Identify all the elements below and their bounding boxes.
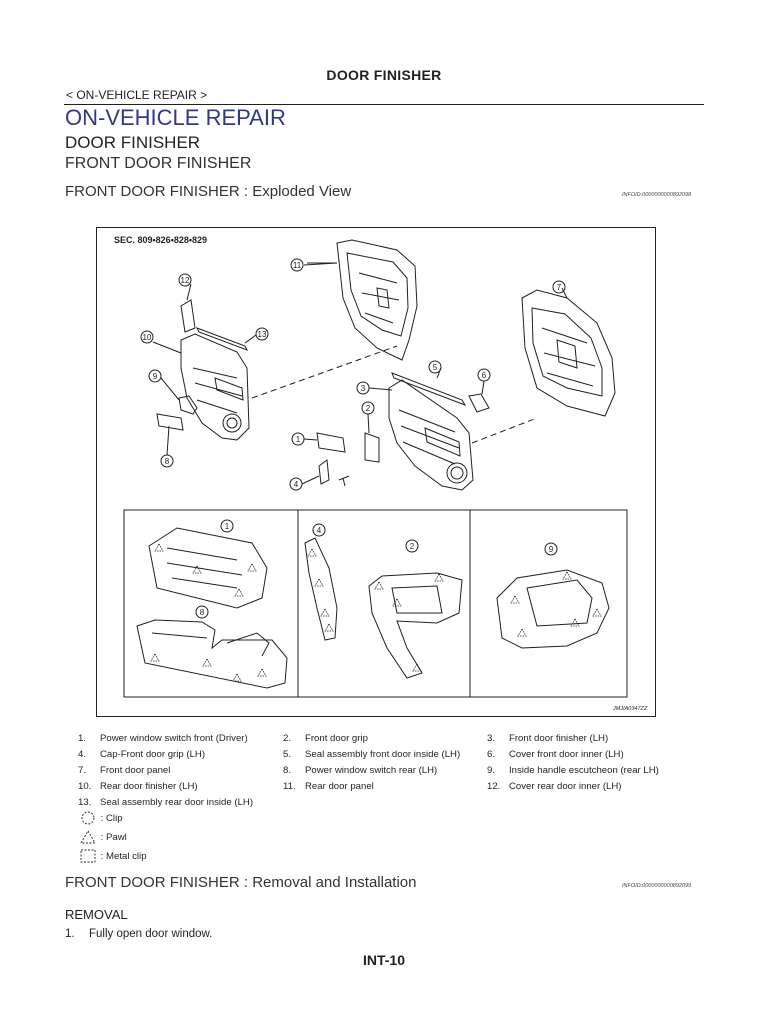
callout-6: 6 <box>477 368 491 382</box>
legend-item: 10.Rear door finisher (LH) <box>78 781 198 792</box>
callout-13: 13 <box>255 327 269 341</box>
svg-text:2: 2 <box>410 542 415 551</box>
svg-text:6: 6 <box>482 371 487 380</box>
legend-item: 12.Cover rear door inner (LH) <box>487 781 622 792</box>
front-door-finisher-drawing <box>388 379 474 491</box>
svg-text:1: 1 <box>296 435 301 444</box>
front-door-panel-drawing <box>521 289 616 417</box>
svg-text:1: 1 <box>225 522 230 531</box>
cover-front-door-inner-drawing <box>468 393 490 413</box>
detail-frame <box>123 509 628 698</box>
detail-escutcheon-drawing <box>496 569 610 649</box>
rear-door-panel-drawing <box>336 239 418 361</box>
detail-grip-drawing <box>368 572 463 679</box>
svg-text:8: 8 <box>200 608 205 617</box>
seal-rear-door-drawing <box>195 327 249 351</box>
svg-text:4: 4 <box>294 480 299 489</box>
svg-text:3: 3 <box>361 384 366 393</box>
callout-7: 7 <box>552 280 566 294</box>
exploded-view-drawing: SEC. 809•826•828•829 <box>114 235 648 712</box>
svg-text:11: 11 <box>293 261 302 270</box>
legend-item: 6.Cover front door inner (LH) <box>487 749 624 760</box>
clip-symbol-icon <box>81 812 95 825</box>
svg-text:7: 7 <box>557 283 562 292</box>
legend-item: 11.Rear door panel <box>283 781 374 792</box>
svg-text:5: 5 <box>433 363 438 372</box>
subsubsection-title: FRONT DOOR FINISHER <box>65 155 252 172</box>
legend-item: 5.Seal assembly front door inside (LH) <box>283 749 461 760</box>
callout-2-detail: 2 <box>405 539 419 553</box>
legend: 1.Power window switch front (Driver) 2.F… <box>78 731 698 871</box>
sec-label: SEC. 809•826•828•829 <box>114 235 207 245</box>
callout-2: 2 <box>361 401 375 415</box>
callout-1: 1 <box>291 432 305 446</box>
dash-line-front <box>471 417 538 444</box>
callout-4-detail: 4 <box>312 523 326 537</box>
subsection-title: DOOR FINISHER <box>65 133 201 152</box>
section-title: ON-VEHICLE REPAIR <box>65 105 286 130</box>
figure-code: JMJIA0347ZZ <box>612 706 648 712</box>
svg-text:2: 2 <box>366 404 371 413</box>
legend-symbol-pawl: : Pawl <box>78 830 127 846</box>
removal-installation-heading: FRONT DOOR FINISHER : Removal and Instal… <box>65 874 417 891</box>
callout-4: 4 <box>289 477 303 491</box>
exploded-view-info-id: INFOID:0000000000892098 <box>622 192 692 198</box>
breadcrumb: < ON-VEHICLE REPAIR > <box>66 88 208 102</box>
page-number: INT-10 <box>362 952 405 968</box>
exploded-view-figure: SEC. 809•826•828•829 <box>96 227 656 717</box>
legend-item: 2.Front door grip <box>283 733 368 744</box>
legend-item: 8.Power window switch rear (LH) <box>283 765 438 776</box>
legend-symbol-clip: : Clip <box>78 811 123 827</box>
removal-installation-info-id: INFOID:0000000000892099 <box>622 883 692 889</box>
seal-front-door-drawing <box>391 372 467 406</box>
rear-door-finisher-drawing <box>180 333 250 441</box>
svg-text:10: 10 <box>143 333 152 342</box>
legend-item: 3.Front door finisher (LH) <box>487 733 609 744</box>
switch-rear-drawing <box>156 413 184 431</box>
detail-cap-drawing <box>304 537 338 641</box>
detail-switch-rear-drawing <box>136 619 288 689</box>
svg-text:9: 9 <box>549 545 554 554</box>
front-door-grip-drawing <box>364 432 380 463</box>
removal-title: REMOVAL <box>65 907 128 922</box>
legend-item: 9.Inside handle escutcheon (rear LH) <box>487 765 659 776</box>
svg-text:9: 9 <box>153 372 158 381</box>
legend-item: 4.Cap-Front door grip (LH) <box>78 749 206 760</box>
callout-10: 10 <box>140 330 154 344</box>
pawl-symbol-icon <box>80 830 96 844</box>
screw-drawing <box>338 475 350 487</box>
callout-8: 8 <box>160 454 174 468</box>
callout-9-detail: 9 <box>544 542 558 556</box>
svg-text:8: 8 <box>165 457 170 466</box>
leader-7 <box>561 287 568 299</box>
cap-front-door-grip-drawing <box>318 459 330 485</box>
callout-8-detail: 8 <box>195 605 209 619</box>
callout-3: 3 <box>356 381 370 395</box>
exploded-view-heading: FRONT DOOR FINISHER : Exploded View <box>65 183 352 200</box>
legend-symbol-metal-clip: : Metal clip <box>78 849 147 865</box>
removal-step: 1.Fully open door window. <box>65 928 213 940</box>
svg-text:13: 13 <box>258 330 267 339</box>
svg-text:4: 4 <box>317 526 322 535</box>
legend-item: 1.Power window switch front (Driver) <box>78 733 248 744</box>
page-header-title: DOOR FINISHER <box>326 67 442 83</box>
callout-1-detail: 1 <box>220 519 234 533</box>
dash-line-rear <box>251 345 398 399</box>
metal-clip-symbol-icon <box>80 850 96 863</box>
header-rule <box>64 104 704 105</box>
callout-5: 5 <box>428 360 442 374</box>
detail-switch-front-drawing <box>148 527 268 609</box>
svg-text:12: 12 <box>181 276 190 285</box>
callout-11: 11 <box>290 258 304 272</box>
legend-item: 7.Front door panel <box>78 765 171 776</box>
callout-9: 9 <box>148 369 162 383</box>
cover-rear-door-inner-drawing <box>180 299 196 333</box>
callout-12: 12 <box>178 273 192 287</box>
switch-front-drawing <box>316 432 346 453</box>
legend-item: 13.Seal assembly rear door inside (LH) <box>78 797 254 808</box>
escutcheon-rear-drawing <box>178 395 198 415</box>
